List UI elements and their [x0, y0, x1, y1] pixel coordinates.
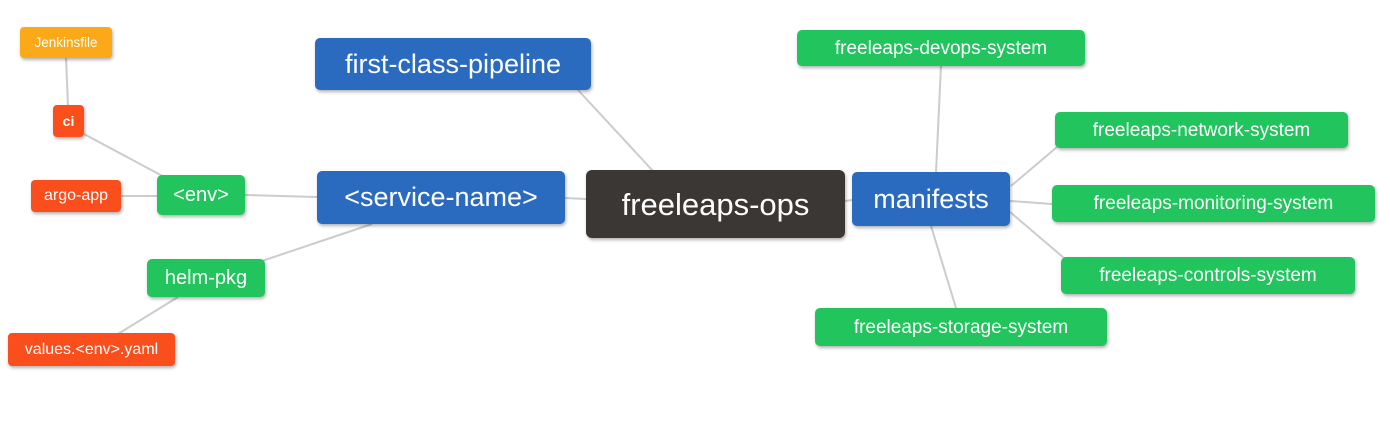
node-helm-pkg[interactable]: helm-pkg — [147, 259, 265, 297]
node-jenkinsfile[interactable]: Jenkinsfile — [20, 27, 112, 58]
edge-jenkinsfile-ci — [65, 57, 69, 107]
edge-ops-manifests — [844, 199, 853, 202]
edge-service-name-ops — [564, 197, 587, 200]
edge-ci-env — [83, 133, 169, 180]
node-freeleaps-monitoring-system[interactable]: freeleaps-monitoring-system — [1052, 185, 1375, 222]
edge-service-name-helm-pkg — [261, 223, 373, 262]
node-service-name[interactable]: <service-name> — [317, 171, 565, 224]
edge-helm-pkg-values — [117, 296, 179, 335]
node-freeleaps-controls-system[interactable]: freeleaps-controls-system — [1061, 257, 1355, 294]
edge-manifests-monitoring — [1009, 200, 1053, 205]
edge-env-service-name — [244, 194, 318, 198]
node-values-env-yaml[interactable]: values.<env>.yaml — [8, 333, 175, 366]
node-argo-app[interactable]: argo-app — [31, 180, 121, 212]
node-first-class-pipeline[interactable]: first-class-pipeline — [315, 38, 591, 90]
edge-manifests-storage — [930, 225, 957, 309]
node-manifests[interactable]: manifests — [852, 172, 1010, 226]
node-freeleaps-network-system[interactable]: freeleaps-network-system — [1055, 112, 1348, 148]
edge-fcp-ops — [577, 89, 654, 172]
edge-manifests-controls — [1009, 211, 1065, 259]
edge-manifests-network — [1010, 146, 1058, 187]
node-freeleaps-storage-system[interactable]: freeleaps-storage-system — [815, 308, 1107, 346]
node-freeleaps-ops-root[interactable]: freeleaps-ops — [586, 170, 845, 238]
node-ci[interactable]: ci — [53, 105, 84, 137]
node-env[interactable]: <env> — [157, 175, 245, 215]
node-freeleaps-devops-system[interactable]: freeleaps-devops-system — [797, 30, 1085, 66]
edge-manifests-devops — [935, 65, 942, 173]
